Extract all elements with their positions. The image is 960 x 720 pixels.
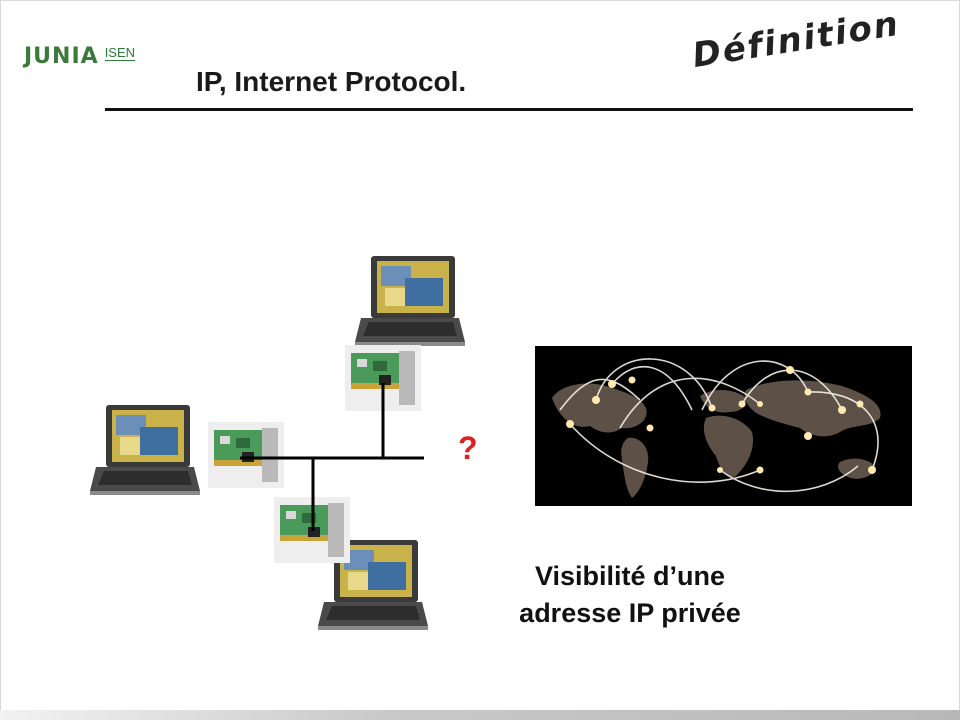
- junia-isen-logo: JUNIA ISEN: [24, 44, 136, 72]
- logo-brand: JUNIA: [24, 44, 99, 69]
- network-wires: [240, 383, 424, 531]
- title-divider: [105, 108, 913, 111]
- diagram-caption: Visibilité d’une adresse IP privée: [480, 558, 780, 632]
- slide-title: IP, Internet Protocol.: [196, 66, 467, 97]
- logo-sub: ISEN: [104, 45, 136, 61]
- slide-footer-bar: [0, 710, 960, 720]
- caption-line-1: Visibilité d’une: [534, 561, 726, 591]
- laptop-icon-left: [90, 405, 200, 495]
- question-mark: ?: [458, 430, 478, 466]
- laptop-icon-top: [355, 256, 465, 346]
- network-card-icon-left: [208, 422, 284, 488]
- world-map-image: [535, 346, 912, 506]
- caption-line-2: adresse IP privée: [519, 598, 741, 628]
